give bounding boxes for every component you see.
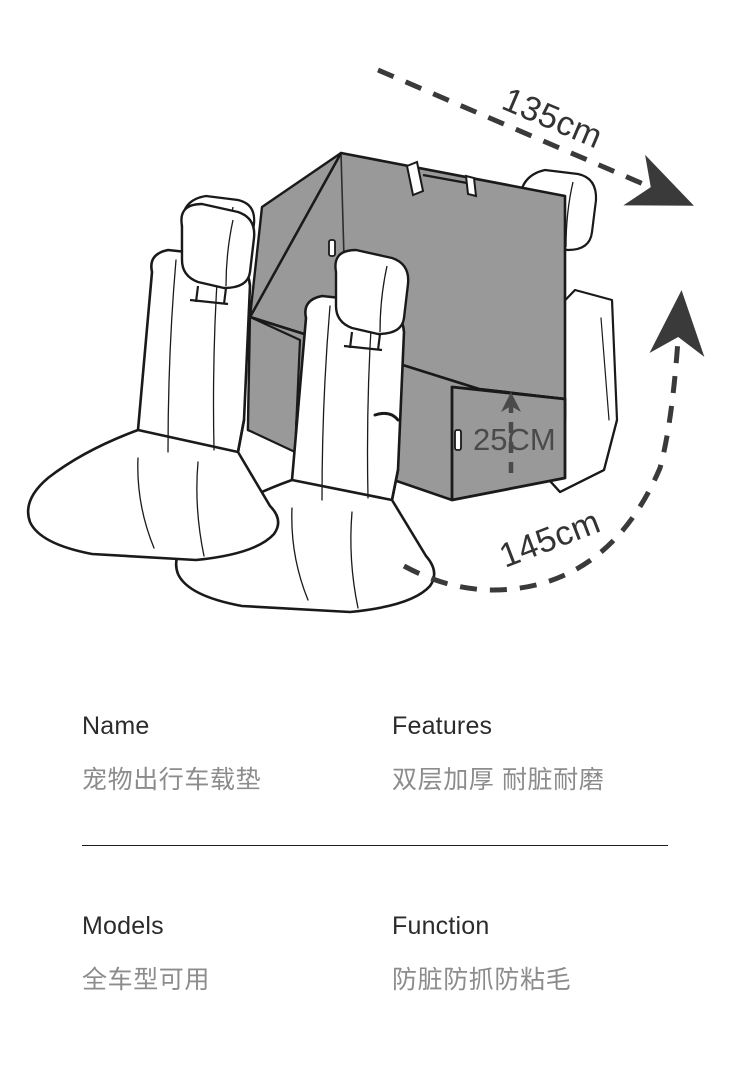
spec-cell-function: Function 防脏防抓防粘毛 xyxy=(392,910,668,996)
mat-headrest-strap xyxy=(405,160,478,198)
seat-line-art xyxy=(26,151,619,614)
dimension-label-145: 145cm xyxy=(494,503,605,576)
spec-heading-function: Function xyxy=(392,912,490,940)
front-seat-left xyxy=(26,248,280,562)
headrest-front-left xyxy=(180,202,256,306)
mat-left-fall xyxy=(246,315,302,454)
spec-heading-features: Features xyxy=(392,712,493,740)
spec-cell-name: Name 宠物出行车载垫 xyxy=(82,710,392,796)
spec-heading-name: Name xyxy=(82,712,150,740)
spec-row-2: Models 全车型可用 Function 防脏防抓防粘毛 xyxy=(82,910,668,996)
spec-heading-models: Models xyxy=(82,912,164,940)
spec-row-1: Name 宠物出行车载垫 Features 双层加厚 耐脏耐磨 xyxy=(82,710,668,796)
dashed-curve-arrow-icon xyxy=(402,290,705,593)
spec-value-name: 宠物出行车载垫 xyxy=(82,766,262,794)
fold-arc-mark xyxy=(373,411,400,422)
spec-cell-models: Models 全车型可用 xyxy=(82,910,392,996)
specification-table: Name 宠物出行车载垫 Features 双层加厚 耐脏耐磨 Models 全… xyxy=(0,660,750,1076)
mat-back-left-wing xyxy=(248,151,343,319)
spec-value-features: 双层加厚 耐脏耐磨 xyxy=(392,766,605,794)
dashed-arrow-icon xyxy=(377,67,694,206)
headrest-front-right xyxy=(334,248,410,352)
spec-value-models: 全车型可用 xyxy=(82,966,211,994)
spec-value-function: 防脏防抓防粘毛 xyxy=(392,966,572,994)
spec-cell-features: Features 双层加厚 耐脏耐磨 xyxy=(392,710,668,796)
dimension-label-25: 25CM xyxy=(473,422,556,457)
product-illustration: 135cm 25CM 145cm xyxy=(26,67,705,614)
spec-divider xyxy=(82,845,668,846)
dimension-side-height: 25CM xyxy=(473,392,556,482)
